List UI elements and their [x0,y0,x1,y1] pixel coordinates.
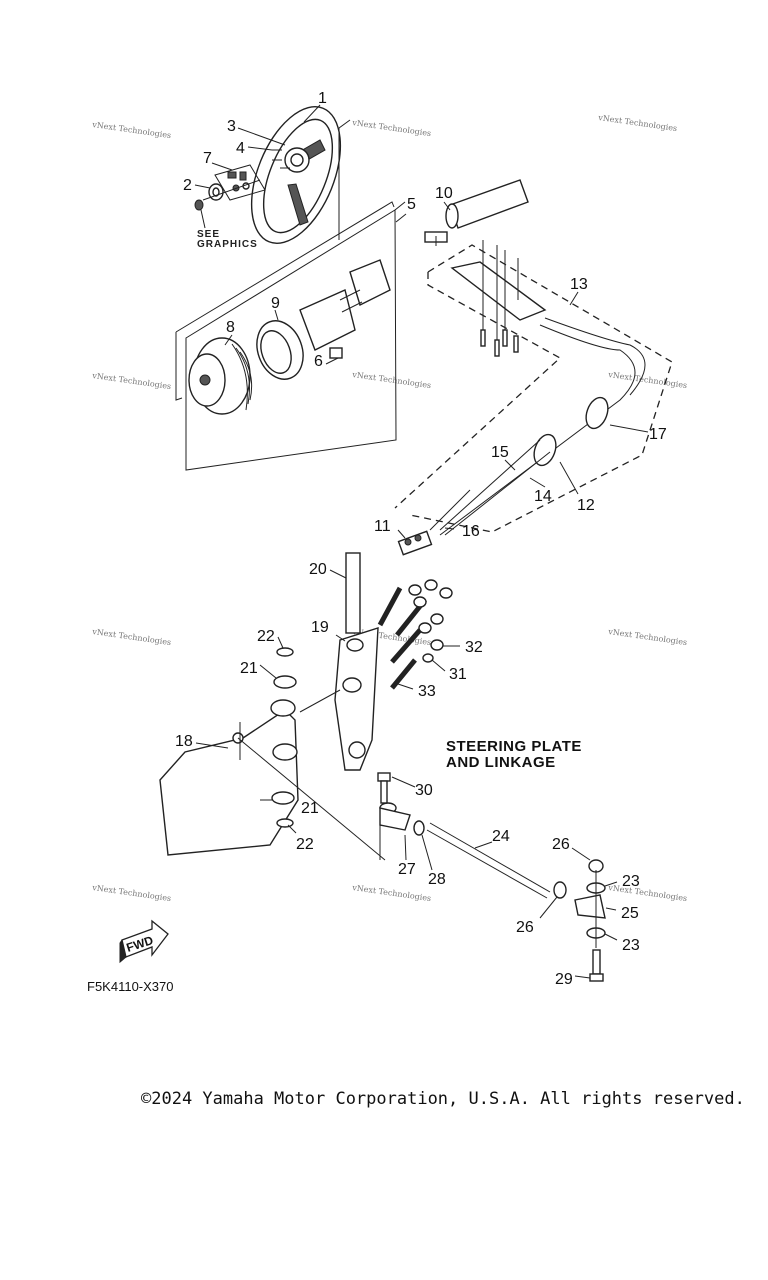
callout-5: 5 [407,196,416,213]
watermark: vNext Technologies [91,883,172,903]
watermark: vNext Technologies [91,371,172,391]
watermark: vNext Technologies [607,883,688,903]
diagram-title: STEERING PLATE [446,738,582,755]
control-module [450,240,547,357]
watermark: vNext Technologies [607,627,688,647]
callout-31: 31 [449,666,467,683]
callout-23-bottom: 23 [622,937,640,954]
cable-kit-frame [394,244,673,533]
steering-plate [159,699,299,856]
steering-nut [194,179,261,229]
callout-3: 3 [227,118,236,135]
washers [271,647,297,828]
callout-22-bottom: 22 [296,836,314,853]
watermark: vNext Technologies [91,120,172,140]
helm-assembly-frame [175,119,406,471]
drawing-code: F5K4110-X370 [87,979,174,994]
steering-arm [334,627,379,771]
helm-drum [188,337,253,415]
bolt [377,772,391,804]
callout-20: 20 [309,561,327,578]
watermark: vNext Technologies [351,370,432,390]
callout-12: 12 [577,497,595,514]
callout-33: 33 [418,683,436,700]
rod-assembly [379,802,606,982]
helm-pump [299,259,391,359]
callout-6: 6 [314,353,323,370]
callout-17: 17 [649,426,667,443]
callout-15: 15 [491,444,509,461]
callout-19: 19 [311,619,329,636]
callout-8: 8 [226,319,235,336]
fwd-arrow-icon: FWD [119,919,169,964]
watermark: vNext Technologies [607,370,688,390]
leader-lines [194,104,649,979]
callout-24: 24 [492,828,510,845]
callout-11: 11 [374,518,391,535]
callout-2: 2 [183,177,192,194]
callout-4: 4 [236,140,245,157]
callout-29: 29 [555,971,573,988]
studs-and-nuts [377,579,453,690]
watermark: vNext Technologies [351,883,432,903]
callout-23-top: 23 [622,873,640,890]
callout-10: 10 [435,185,453,202]
steering-wheel [250,106,342,244]
callout-9: 9 [271,295,280,312]
callout-7: 7 [203,150,212,167]
cable-actuator [424,179,529,246]
callout-14: 14 [534,488,552,505]
watermark: vNext Technologies [597,113,678,133]
callout-21-bottom: 21 [301,800,319,817]
callout-30: 30 [415,782,433,799]
watermark: vNext Technologies [351,118,432,138]
hardware-kit [214,164,266,201]
diagram-title: AND LINKAGE [446,754,556,771]
callout-27: 27 [398,861,416,878]
callout-18: 18 [175,733,193,750]
copyright-notice: ©2024 Yamaha Motor Corporation, U.S.A. A… [141,1089,745,1109]
steering-pin [345,552,361,634]
callout-numbers: 1 2 3 4 5 6 7 8 9 10 11 12 13 14 15 16 1… [175,90,667,988]
callout-22-top: 22 [257,628,275,645]
bolts [272,149,290,169]
watermark: vNext Technologies [91,627,172,647]
callout-25: 25 [621,905,639,922]
callout-21-top: 21 [240,660,258,677]
callout-26-bottom: 26 [516,919,534,936]
cable-bundle [429,317,646,536]
callout-13: 13 [570,276,588,293]
callout-28: 28 [428,871,446,888]
callout-26-top: 26 [552,836,570,853]
callout-32: 32 [465,639,483,656]
see-graphics-note: SEE [197,229,220,240]
callout-1: 1 [318,90,327,107]
helm-ring [256,320,304,380]
see-graphics-note: GRAPHICS [197,239,258,250]
callout-16: 16 [462,523,480,540]
connector [397,530,433,556]
